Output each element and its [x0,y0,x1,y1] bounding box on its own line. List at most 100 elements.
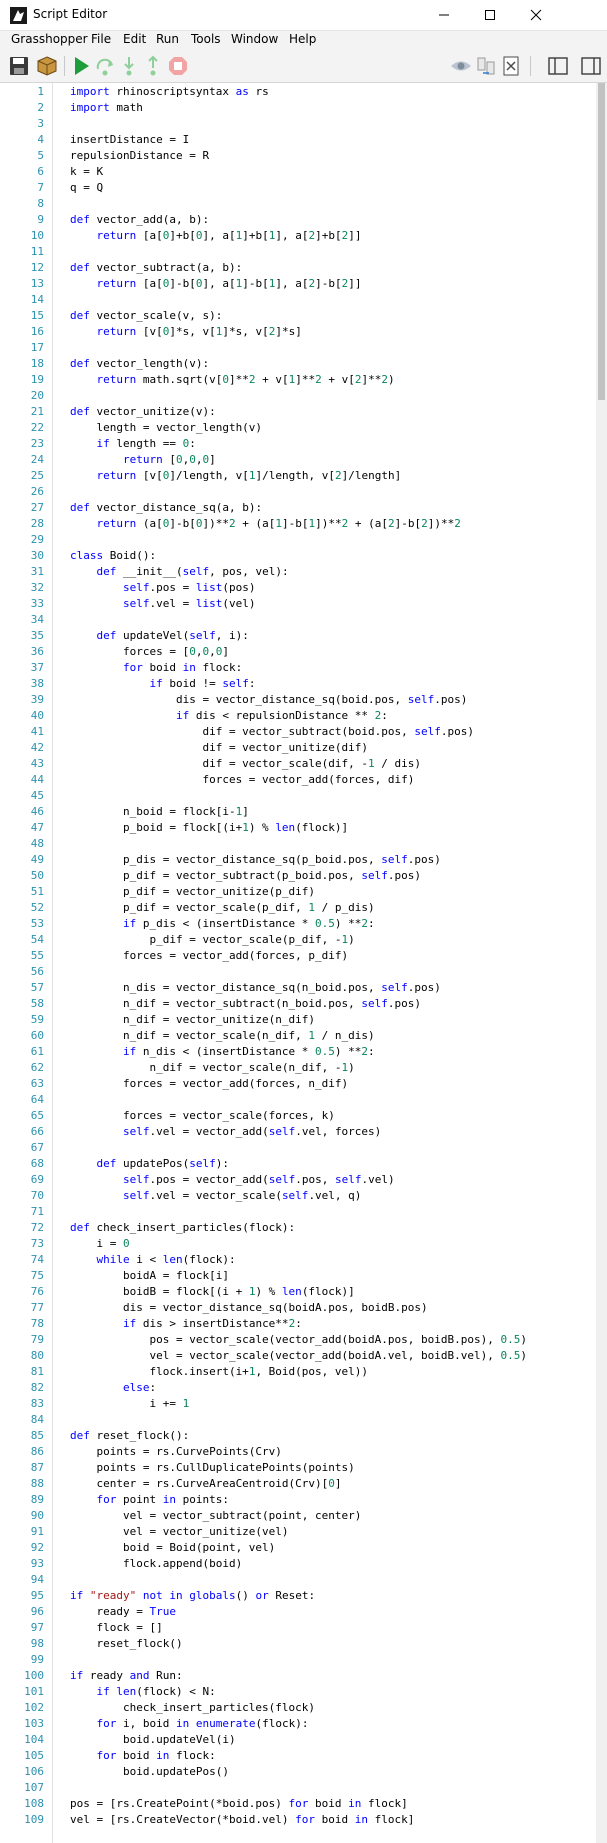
code-line[interactable]: 43 dif = vector_scale(dif, -1 / dis) [0,756,596,772]
code-line[interactable]: 53 if p_dis < (insertDistance * 0.5) **2… [0,916,596,932]
code-line[interactable]: 8 [0,196,596,212]
code-line[interactable]: 74 while i < len(flock): [0,1252,596,1268]
menu-tools[interactable]: Tools [191,32,221,46]
code-line[interactable]: 73 i = 0 [0,1236,596,1252]
code-line[interactable]: 61 if n_dis < (insertDistance * 0.5) **2… [0,1044,596,1060]
code-line[interactable]: 82 else: [0,1380,596,1396]
code-line[interactable]: 58 n_dif = vector_subtract(n_boid.pos, s… [0,996,596,1012]
code-line[interactable]: 78 if dis > insertDistance**2: [0,1316,596,1332]
step-over-icon[interactable] [94,55,116,77]
code-line[interactable]: 11 [0,244,596,260]
code-line[interactable]: 33 self.vel = list(vel) [0,596,596,612]
code-line[interactable]: 55 forces = vector_add(forces, p_dif) [0,948,596,964]
code-line[interactable]: 81 flock.insert(i+1, Boid(pos, vel)) [0,1364,596,1380]
code-line[interactable]: 17 [0,340,596,356]
code-line[interactable]: 35 def updateVel(self, i): [0,628,596,644]
code-line[interactable]: 90 vel = vector_subtract(point, center) [0,1508,596,1524]
eye-icon[interactable] [450,55,472,77]
code-line[interactable]: 14 [0,292,596,308]
code-line[interactable]: 38 if boid != self: [0,676,596,692]
code-line[interactable]: 64 [0,1092,596,1108]
code-line[interactable]: 39 dis = vector_distance_sq(boid.pos, se… [0,692,596,708]
code-line[interactable]: 83 i += 1 [0,1396,596,1412]
panel-left-icon[interactable] [547,55,569,77]
code-line[interactable]: 56 [0,964,596,980]
title-bar[interactable]: Script Editor [0,0,607,31]
code-line[interactable]: 84 [0,1412,596,1428]
code-line[interactable]: 25 return [v[0]/length, v[1]/length, v[2… [0,468,596,484]
step-out-icon[interactable] [142,55,164,77]
step-into-icon[interactable] [118,55,140,77]
maximize-button[interactable] [467,0,513,30]
code-line[interactable]: 20 [0,388,596,404]
code-line[interactable]: 22 length = vector_length(v) [0,420,596,436]
menu-run[interactable]: Run [156,32,180,46]
code-line[interactable]: 65 forces = vector_scale(forces, k) [0,1108,596,1124]
code-line[interactable]: 31 def __init__(self, pos, vel): [0,564,596,580]
menu-grasshopper[interactable]: Grasshopper [11,32,88,46]
code-line[interactable]: 99 [0,1652,596,1668]
code-line[interactable]: 71 [0,1204,596,1220]
code-line[interactable]: 77 dis = vector_distance_sq(boidA.pos, b… [0,1300,596,1316]
code-line[interactable]: 87 points = rs.CullDuplicatePoints(point… [0,1460,596,1476]
package-icon[interactable] [36,55,58,77]
code-line[interactable]: 80 vel = vector_scale(vector_add(boidA.v… [0,1348,596,1364]
compare-icon[interactable] [475,55,497,77]
code-line[interactable]: 59 n_dif = vector_unitize(n_dif) [0,1012,596,1028]
code-line[interactable]: 52 p_dif = vector_scale(p_dif, 1 / p_dis… [0,900,596,916]
code-line[interactable]: 49 p_dis = vector_distance_sq(p_boid.pos… [0,852,596,868]
code-line[interactable]: 13 return [a[0]-b[0], a[1]-b[1], a[2]-b[… [0,276,596,292]
code-line[interactable]: 103 for i, boid in enumerate(flock): [0,1716,596,1732]
code-line[interactable]: 47 p_boid = flock[(i+1) % len(flock)] [0,820,596,836]
code-line[interactable]: 36 forces = [0,0,0] [0,644,596,660]
close-button[interactable] [513,0,559,30]
code-line[interactable]: 69 self.pos = vector_add(self.pos, self.… [0,1172,596,1188]
code-line[interactable]: 45 [0,788,596,804]
code-line[interactable]: 51 p_dif = vector_unitize(p_dif) [0,884,596,900]
code-line[interactable]: 91 vel = vector_unitize(vel) [0,1524,596,1540]
code-line[interactable]: 37 for boid in flock: [0,660,596,676]
code-line[interactable]: 46 n_boid = flock[i-1] [0,804,596,820]
save-icon[interactable] [8,55,30,77]
code-line[interactable]: 75 boidA = flock[i] [0,1268,596,1284]
code-line[interactable]: 106 boid.updatePos() [0,1764,596,1780]
code-line[interactable]: 60 n_dif = vector_scale(n_dif, 1 / n_dis… [0,1028,596,1044]
code-line[interactable]: 102 check_insert_particles(flock) [0,1700,596,1716]
code-line[interactable]: 19 return math.sqrt(v[0]**2 + v[1]**2 + … [0,372,596,388]
code-line[interactable]: 97 flock = [] [0,1620,596,1636]
code-line[interactable]: 92 boid = Boid(point, vel) [0,1540,596,1556]
vertical-scrollbar[interactable] [596,83,607,1843]
code-line[interactable]: 107 [0,1780,596,1796]
minimize-button[interactable] [421,0,467,30]
code-line[interactable]: 70 self.vel = vector_scale(self.vel, q) [0,1188,596,1204]
code-line[interactable]: 79 pos = vector_scale(vector_add(boidA.p… [0,1332,596,1348]
code-line[interactable]: 23 if length == 0: [0,436,596,452]
code-line[interactable]: 66 self.vel = vector_add(self.vel, force… [0,1124,596,1140]
code-line[interactable]: 104 boid.updateVel(i) [0,1732,596,1748]
script-icon[interactable] [500,55,522,77]
code-line[interactable]: 94 [0,1572,596,1588]
code-line[interactable]: 42 dif = vector_unitize(dif) [0,740,596,756]
code-line[interactable]: 28 return (a[0]-b[0])**2 + (a[1]-b[1])**… [0,516,596,532]
code-line[interactable]: 63 forces = vector_add(forces, n_dif) [0,1076,596,1092]
menu-edit[interactable]: Edit [123,32,147,46]
code-line[interactable]: 93 flock.append(boid) [0,1556,596,1572]
code-line[interactable]: 32 self.pos = list(pos) [0,580,596,596]
menu-file[interactable]: File [91,32,112,46]
